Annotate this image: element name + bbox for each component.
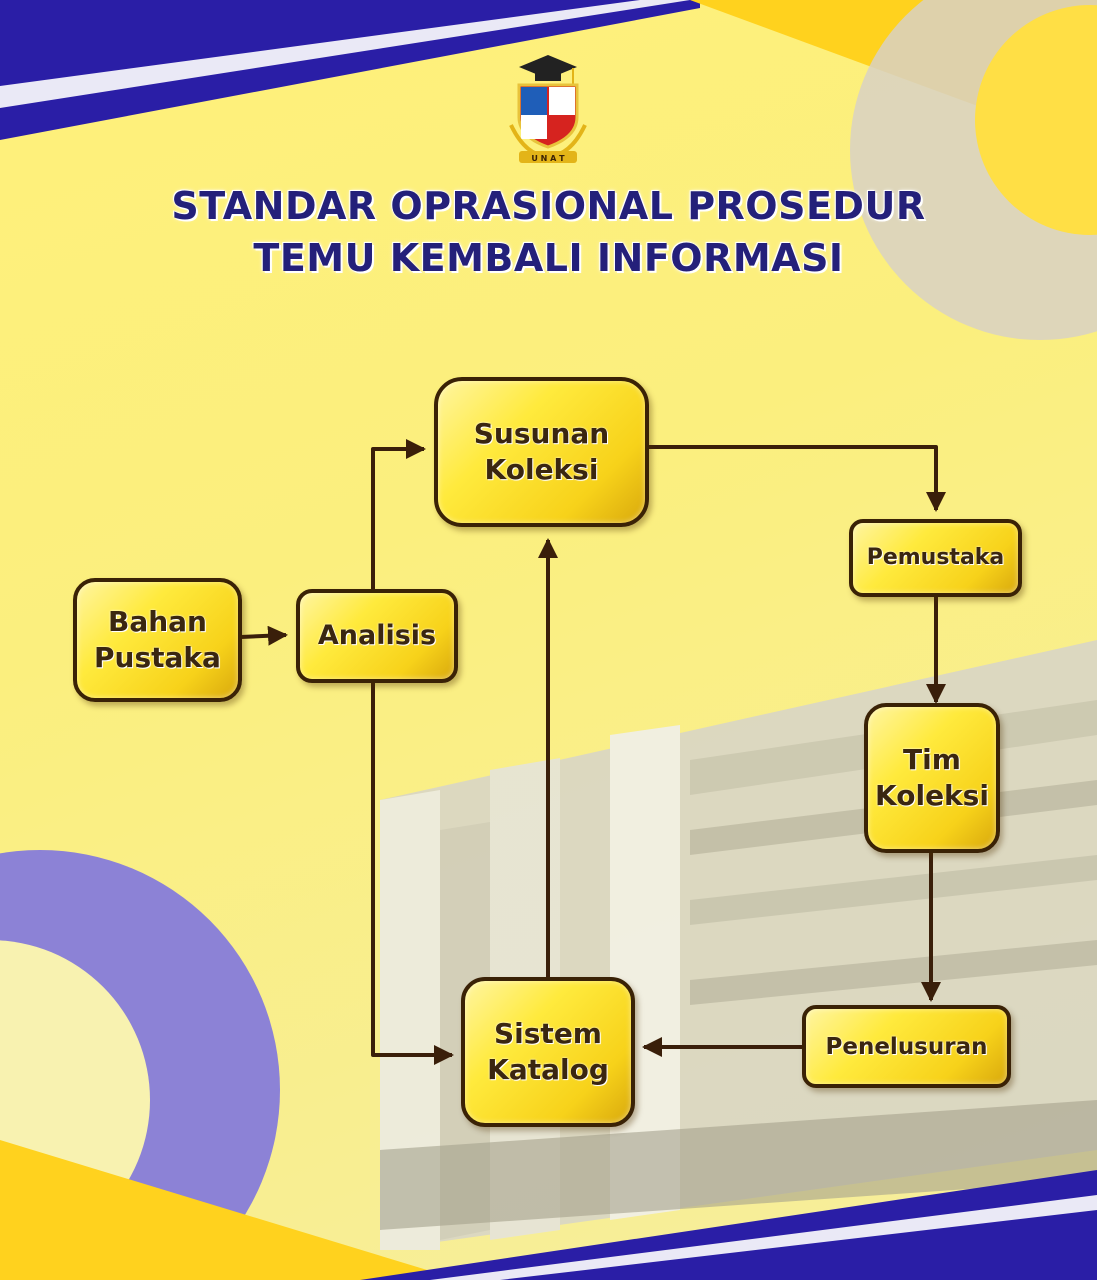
arrow-analisis-to-sistem-katalog [371,678,454,1065]
bottom-white-stripe [430,1195,1097,1280]
title-line-1: STANDAR OPRASIONAL PROSEDUR [171,184,926,228]
node-susunan-koleksi: Susunan Koleksi [434,377,649,527]
top-purple-band [0,0,700,140]
node-tim-koleksi: Tim Koleksi [864,703,1000,853]
bottom-purple-band [360,1170,1097,1280]
node-analisis-label: Analisis [317,620,437,651]
node-pemustaka-label: Pemustaka [866,545,1005,570]
page-title: STANDAR OPRASIONAL PROSEDUR TEMU KEMBALI… [0,180,1097,284]
node-susunan-koleksi-label: Susunan Koleksi [473,417,610,486]
arrow-susunan-koleksi-to-pemustaka [648,445,946,512]
node-sistem-katalog-label: Sistem Katalog [487,1017,609,1086]
node-bahan-pustaka: Bahan Pustaka [73,578,242,702]
node-bahan-pustaka-label: Bahan Pustaka [94,605,221,674]
top-right-ring-inner [975,5,1097,235]
top-white-stripe [0,0,690,108]
node-penelusuran-label: Penelusuran [825,1033,988,1060]
node-tim-koleksi-label: Tim Koleksi [875,743,989,812]
node-analisis: Analisis [296,589,458,683]
logo-text: U N A T [531,154,565,163]
university-crest-icon: U N A T [509,55,587,163]
node-pemustaka: Pemustaka [849,519,1022,597]
arrow-bahan-pustaka-to-analisis [240,625,288,646]
node-sistem-katalog: Sistem Katalog [461,977,635,1127]
bottom-yellow-band [0,1140,460,1280]
title-line-2: TEMU KEMBALI INFORMASI [253,236,844,280]
node-penelusuran: Penelusuran [802,1005,1011,1088]
arrow-analisis-to-susunan-koleksi [371,439,426,590]
